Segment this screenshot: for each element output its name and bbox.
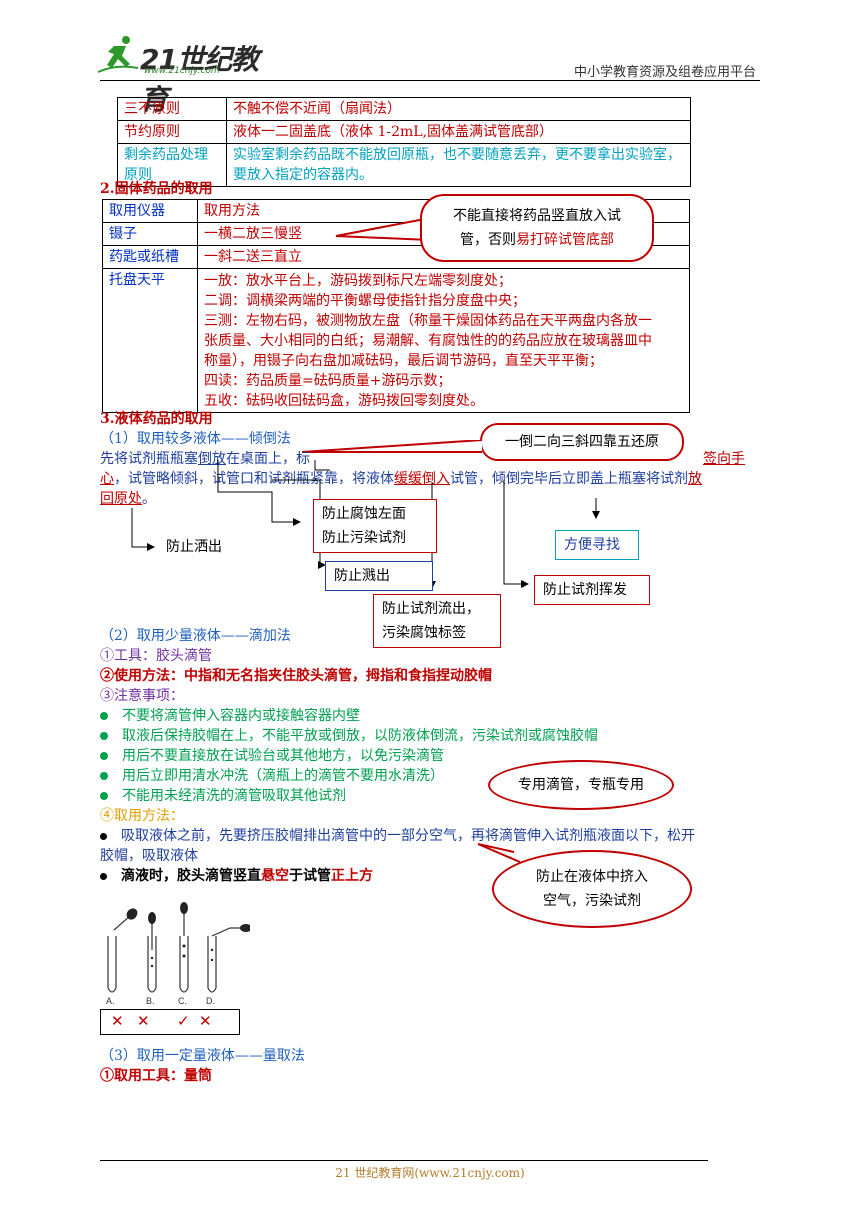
logo-url: www.21cnjy.com (144, 66, 220, 76)
step-line: 三测：左物右码，被测物放左盘（称量干燥固体药品在天平两盘内各放一 (204, 313, 652, 329)
note-splash: 防止溅出 (325, 561, 433, 591)
method-item: 滴液时，胶头滴管竖直悬空于试管正上方 (100, 866, 373, 886)
measure-tool: ①取用工具：量筒 (100, 1068, 212, 1084)
method-title: ④取用方法： (100, 808, 184, 824)
dropper-tool: ①工具：胶头滴管 (100, 648, 212, 664)
table-row: 剩余药品处理原则 实验室剩余药品既不能放回原瓶，也不要随意丢弃，更不要拿出实验室… (117, 143, 691, 187)
section-title: 3.液体药品的取用 (100, 411, 213, 427)
tube-label: D. (206, 996, 215, 1006)
note-find: 方便寻找 (555, 530, 639, 560)
header-divider (100, 80, 760, 81)
note-spill: 防止洒出 (166, 539, 222, 555)
check-mark: ✓ (177, 1012, 190, 1030)
table-row: 托盘天平 一放：放水平台上，游码拨到标尺左端零刻度处； 二调：调横梁两端的平衡螺… (102, 268, 690, 413)
caution-title: ③注意事项： (100, 688, 184, 704)
principles-table: 三不原则 不触不偿不近闻（扇闻法） 节约原则 液体一二固盖底（液体 1-2mL,… (117, 97, 691, 187)
balance-steps: 一放：放水平台上，游码拨到标尺左端零刻度处； 二调：调横梁两端的平衡螺母使指针指… (197, 268, 690, 413)
runner-logo-icon (97, 36, 139, 73)
pour-text-line3: 回原处。 (100, 491, 156, 507)
caution-item: 取液后保持胶帽在上，不能平放或倒放，以防液体倒流，污染试剂或腐蚀胶帽 (100, 726, 598, 746)
tube-label: C. (178, 996, 187, 1006)
principle-desc: 液体一二固盖底（液体 1-2mL,固体盖满试管底部） (226, 120, 691, 144)
dropper-usage: ②使用方法：中指和无名指夹住胶头滴管，拇指和食指捏动胶帽 (100, 668, 492, 684)
step-line: 张质量、大小相同的白纸；易潮解、有腐蚀性的的药品应放在玻璃器皿中 (204, 333, 652, 349)
step-line: 一放：放水平台上，游码拨到标尺左端零刻度处； (204, 273, 512, 289)
principle-name: 节约原则 (117, 120, 227, 144)
tool-cell: 药匙或纸槽 (102, 245, 198, 269)
footer-text: 21 世纪教育网(www.21cnjy.com) (335, 1166, 525, 1180)
callout-line: 不能直接将药品竖直放入试 (453, 208, 621, 224)
footer-divider (100, 1160, 708, 1161)
cross-mark: ✕ (137, 1012, 150, 1030)
platform-name: 中小学教育资源及组卷应用平台 (574, 65, 757, 80)
pour-text-line1: 先将试剂瓶瓶塞倒放在桌面上，标 (100, 451, 310, 467)
callout-pointer (301, 440, 483, 453)
tube-label: A. (106, 996, 115, 1006)
answer-marks-box: ✕ ✕ ✓ ✕ (100, 1009, 240, 1035)
caution-item: 用后不要直接放在试验台或其他地方，以免污染滴管 (100, 746, 444, 766)
logo: 21世纪教育 www.21cnjy.com (96, 34, 266, 116)
principle-desc: 不触不偿不近闻（扇闻法） (226, 97, 691, 121)
table-header: 取用仪器 (102, 199, 198, 223)
callout-tweezers: 不能直接将药品竖直放入试 管，否则易打碎试管底部 (420, 194, 654, 262)
callout-dropper: 专用滴管，专瓶专用 (488, 760, 674, 810)
pour-text-line2: 心，试管略倾斜，试管口和试剂瓶紧靠，将液体缓缓倒入试管，倾倒完毕后立即盖上瓶塞将… (100, 471, 702, 487)
callout-air: 防止在液体中挤入 空气，污染试剂 (492, 850, 692, 928)
table-row: 三不原则 不触不偿不近闻（扇闻法） (117, 97, 691, 121)
step-line: 五收：砝码收回砝码盒，游码拨回零刻度处。 (204, 393, 484, 409)
callout-pointer (477, 843, 521, 863)
callout-line: 管，否则易打碎试管底部 (460, 232, 614, 248)
method-item-cont: 胶帽，吸取液体 (100, 848, 198, 864)
caution-item: 用后立即用清水冲洗（滴瓶上的滴管不要用水清洗） (100, 766, 444, 786)
step-line: 四读：药品质量=砝码质量+游码示数； (204, 373, 452, 389)
step-line: 二调：调横梁两端的平衡螺母使指针指分度盘中央； (204, 293, 526, 309)
principle-desc: 实验室剩余药品既不能放回原瓶，也不要随意丢弃，更不要拿出实验室，要放入指定的容器… (226, 143, 691, 187)
note-corrode: 防止腐蚀左面 防止污染试剂 (313, 499, 437, 553)
note-volatile: 防止试剂挥发 (534, 575, 650, 605)
callout-pour: 一倒二向三斜四靠五还原 (480, 423, 684, 461)
subsection-title: （1）取用较多液体——倾倒法 (100, 431, 291, 447)
section-title: 2.固体药品的取用 (100, 181, 213, 197)
method-item: 吸取液体之前，先要挤压胶帽排出滴管中的一部分空气，再将滴管伸入试剂瓶液面以下，松… (100, 826, 695, 846)
caution-item: 不能用未经清洗的滴管吸取其他试剂 (100, 786, 346, 806)
step-line: 称量），用镊子向右盘加减砝码，最后调节游码，直至天平平衡； (204, 353, 603, 369)
principle-name: 剩余药品处理原则 (117, 143, 227, 187)
cross-mark: ✕ (111, 1012, 124, 1030)
table-row: 节约原则 液体一二固盖底（液体 1-2mL,固体盖满试管底部） (117, 120, 691, 144)
dropper-illustration: A. B. C. D. (106, 902, 250, 1006)
subsection-title: （2）取用少量液体——滴加法 (100, 628, 291, 644)
tool-cell: 镊子 (102, 222, 198, 246)
tube-label: B. (146, 996, 155, 1006)
principle-name: 三不原则 (117, 97, 227, 121)
cross-mark: ✕ (199, 1012, 212, 1030)
caution-item: 不要将滴管伸入容器内或接触容器内壁 (100, 706, 360, 726)
pour-text-tail: 签向手 (703, 451, 745, 467)
note-label: 防止试剂流出， 污染腐蚀标签 (373, 594, 501, 648)
tool-cell: 托盘天平 (102, 268, 198, 413)
callout-pointer (335, 217, 431, 241)
subsection-title: （3）取用一定量液体——量取法 (100, 1048, 305, 1064)
